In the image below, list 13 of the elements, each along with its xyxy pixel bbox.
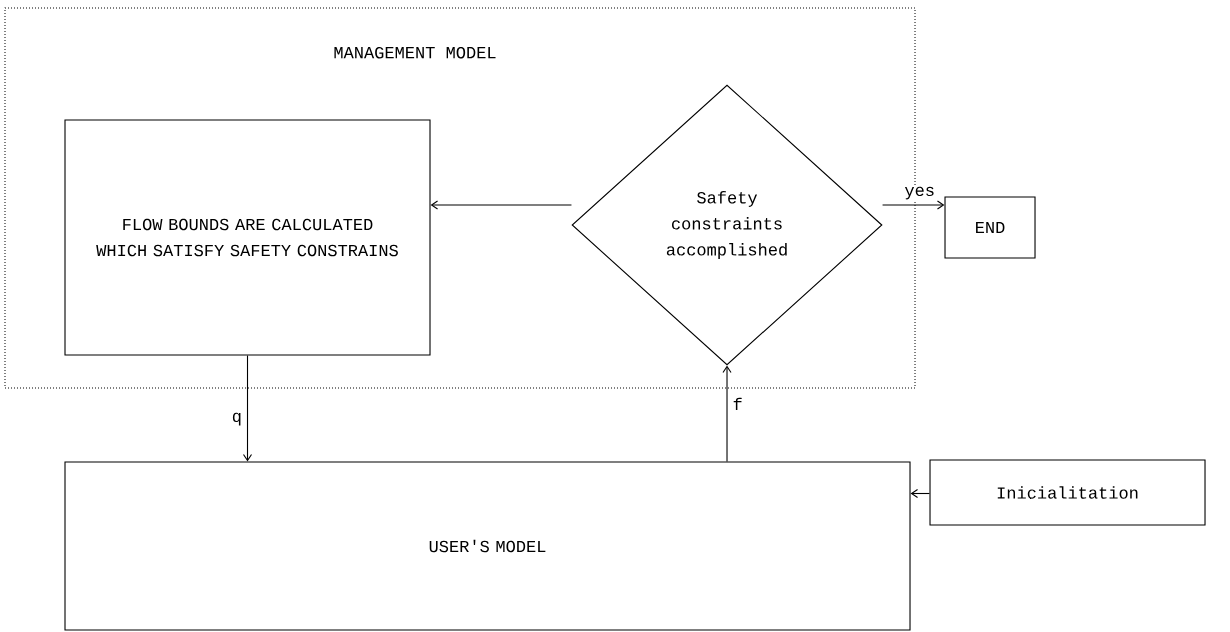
arrow [430, 200, 572, 210]
arrow [882, 200, 945, 210]
process-box: END [944, 196, 1036, 259]
edge-label: f [731, 396, 744, 412]
arrow [242, 355, 253, 462]
frame-title: MANAGEMENT MODEL [334, 46, 496, 59]
process-box: FLOW BOUNDS ARE CALCULATED WHICH SATISFY SAFETY CONSTRAINS [64, 119, 431, 356]
edge-label: yes [903, 185, 936, 201]
edge-label: q [230, 411, 243, 427]
process-box: Inicialitation [929, 459, 1206, 526]
arrow [910, 488, 930, 499]
arrow [722, 365, 732, 462]
process-box: USER'S MODEL [64, 461, 911, 631]
